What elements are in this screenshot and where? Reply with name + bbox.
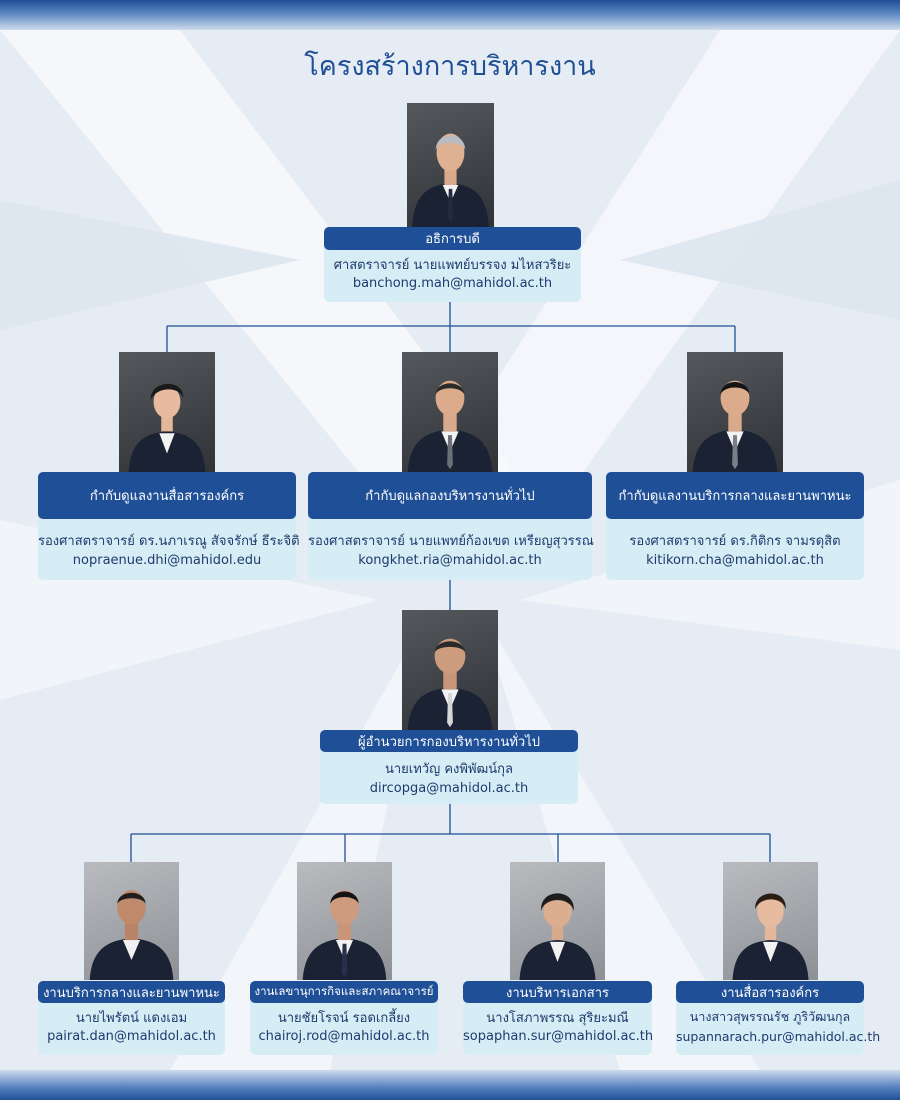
unit-2-email: chairoj.rod@mahidol.ac.th: [258, 1029, 430, 1044]
deputy-3-photo: [687, 352, 783, 472]
unit-3-card: งานบริหารเอกสาร นางโสภาพรรณ สุริยะมณี so…: [463, 981, 654, 1055]
unit-1-email: pairat.dan@mahidol.ac.th: [47, 1029, 216, 1044]
top-gradient-band: [0, 0, 900, 30]
unit-1-photo: [84, 862, 179, 980]
unit-3-role: งานบริหารเอกสาร: [463, 981, 652, 1003]
deputy-2-card: กำกับดูแลกองบริหารงานทั่วไป รองศาสตราจาร…: [308, 472, 594, 580]
deputy-1-email: nopraenue.dhi@mahidol.edu: [72, 553, 262, 568]
unit-3-name: นางโสภาพรรณ สุริยะมณี: [486, 1011, 629, 1026]
unit-1-role: งานบริการกลางและยานพาหนะ: [38, 981, 225, 1003]
bottom-gradient-band: [0, 1070, 900, 1100]
deputy-1-name: รองศาสตราจารย์ ดร.นภาเรณู สัจจรักษ์ ธีระ…: [38, 534, 300, 549]
deputy-3-email: kitikorn.cha@mahidol.ac.th: [646, 553, 824, 568]
unit-1-card: งานบริการกลางและยานพาหนะ นายไพรัตน์ แดงเ…: [38, 981, 225, 1055]
page-title: โครงสร้างการบริหารงาน: [304, 51, 596, 82]
deputy-2-name: รองศาสตราจารย์ นายแพทย์ก้องเขต เหรียญสุว…: [308, 534, 594, 549]
unit-2-photo: [297, 862, 392, 980]
unit-4-photo: [723, 862, 818, 980]
division-director-photo: [402, 610, 498, 730]
unit-1-name: นายไพรัตน์ แดงเอม: [75, 1011, 188, 1026]
division-director-email: dircopga@mahidol.ac.th: [369, 781, 529, 796]
deputy-2-photo: [402, 352, 498, 472]
unit-4-card: งานสื่อสารองค์กร นางสาวสุพรรณรัช ภูริวัฒ…: [676, 981, 881, 1055]
deputy-2-role: กำกับดูแลกองบริหารงานทั่วไป: [308, 472, 592, 519]
unit-2-role: งานเลขานุการกิจและสภาคณาจารย์: [250, 981, 438, 1003]
division-director-card: ผู้อำนวยการกองบริหารงานทั่วไป นายเทวัญ ค…: [320, 730, 578, 804]
deputy-1-card: กำกับดูแลงานสื่อสารองค์กร รองศาสตราจารย์…: [38, 472, 300, 580]
director-name: ศาสตราจารย์ นายแพทย์บรรจง มไหสวริยะ: [333, 258, 572, 273]
deputy-3-card: กำกับดูแลงานบริการกลางและยานพาหนะ รองศาส…: [606, 472, 864, 580]
director-photo: [407, 103, 494, 227]
deputy-3-role: กำกับดูแลงานบริการกลางและยานพาหนะ: [606, 472, 864, 519]
unit-2-card: งานเลขานุการกิจและสภาคณาจารย์ นายชัยโรจน…: [250, 981, 438, 1055]
unit-2-name: นายชัยโรจน์ รอดเกลี้ยง: [277, 1011, 411, 1026]
deputy-1-photo: [119, 352, 215, 472]
unit-3-email: sopaphan.sur@mahidol.ac.th: [463, 1029, 654, 1044]
unit-4-email: supannarach.pur@mahidol.ac.th: [676, 1029, 881, 1044]
director-email: banchong.mah@mahidol.ac.th: [352, 276, 553, 291]
unit-4-name: นางสาวสุพรรณรัช ภูริวัฒนกุล: [689, 1009, 851, 1024]
director-role: อธิการบดี: [324, 227, 581, 250]
unit-3-photo: [510, 862, 605, 980]
director-card: อธิการบดี ศาสตราจารย์ นายแพทย์บรรจง มไหส…: [324, 227, 581, 302]
unit-4-role: งานสื่อสารองค์กร: [676, 981, 864, 1003]
deputy-2-email: kongkhet.ria@mahidol.ac.th: [358, 553, 542, 568]
division-director-role: ผู้อำนวยการกองบริหารงานทั่วไป: [320, 730, 578, 752]
division-director-name: นายเทวัญ คงพิพัฒน์กุล: [385, 762, 513, 777]
deputy-1-role: กำกับดูแลงานสื่อสารองค์กร: [38, 472, 296, 519]
deputy-3-name: รองศาสตราจารย์ ดร.กิติกร จามรดุสิต: [629, 534, 841, 549]
